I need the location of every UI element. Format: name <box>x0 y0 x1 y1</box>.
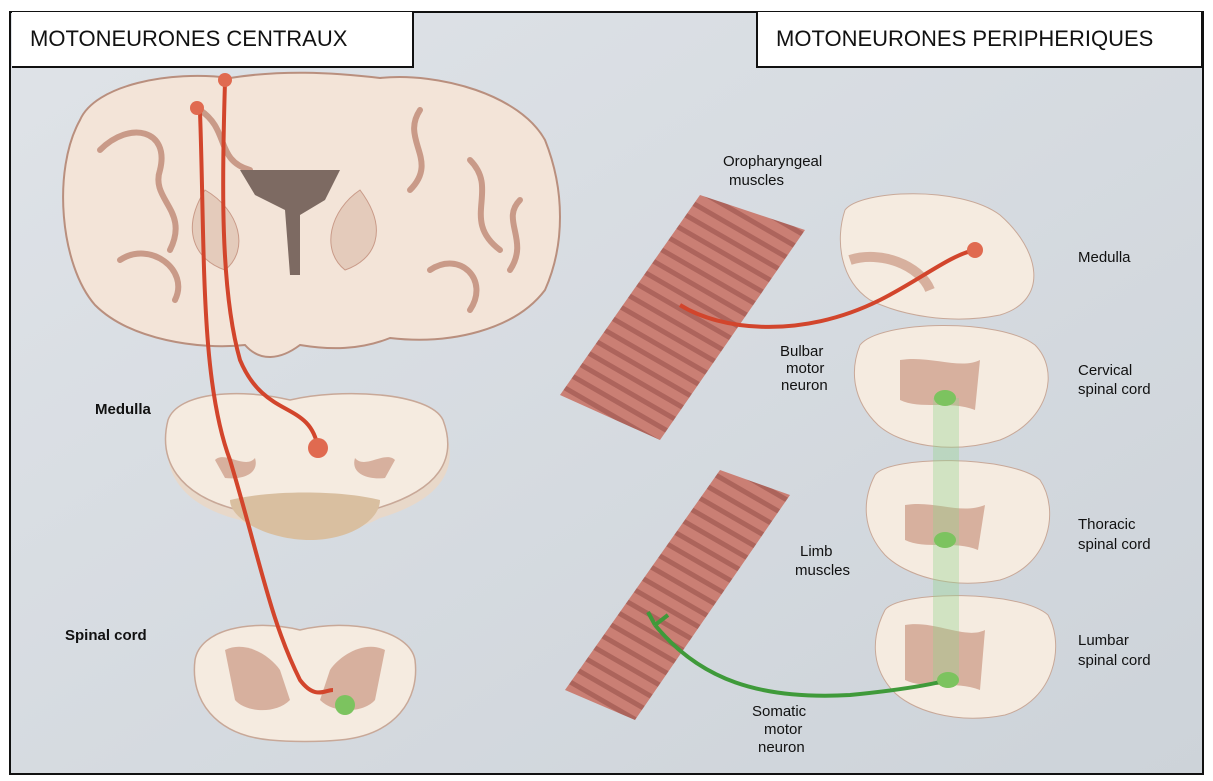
label-somatic-1: Somatic <box>752 703 807 720</box>
label-bulbar-1: Bulbar <box>780 343 823 360</box>
label-medulla-right: Medulla <box>1078 249 1131 266</box>
label-somatic-2: motor <box>764 721 802 738</box>
brain-coronal-section <box>63 73 560 357</box>
label-oropharyngeal-1: Oropharyngeal <box>723 153 822 170</box>
label-bulbar-2: motor <box>786 360 824 377</box>
label-thoracic-2: spinal cord <box>1078 536 1151 553</box>
label-spinal-cord-left: Spinal cord <box>65 627 147 644</box>
label-limb-2: muscles <box>795 562 850 579</box>
label-lumbar-1: Lumbar <box>1078 632 1129 649</box>
label-lumbar-2: spinal cord <box>1078 652 1151 669</box>
label-limb-1: Limb <box>800 543 833 560</box>
header-central-motor-neurons: MOTONEURONES CENTRAUX <box>12 12 414 68</box>
label-cervical-2: spinal cord <box>1078 381 1151 398</box>
label-bulbar-3: neuron <box>781 377 828 394</box>
label-thoracic-1: Thoracic <box>1078 516 1136 533</box>
label-somatic-3: neuron <box>758 739 805 756</box>
label-medulla-left: Medulla <box>95 401 151 418</box>
header-peripheral-motor-neurons: MOTONEURONES PERIPHERIQUES <box>756 12 1203 68</box>
label-cervical-1: Cervical <box>1078 362 1132 379</box>
label-oropharyngeal-2: muscles <box>729 172 784 189</box>
